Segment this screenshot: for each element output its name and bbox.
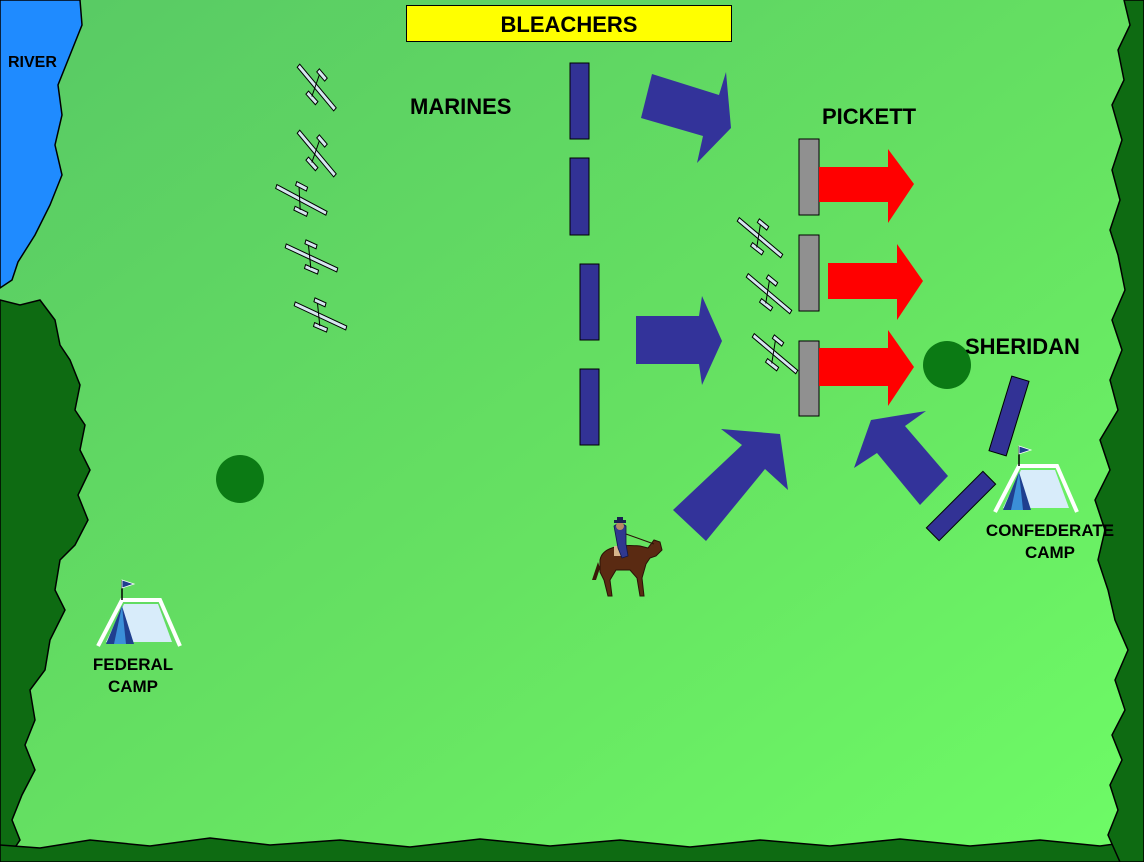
sheridan-label: SHERIDAN [965, 334, 1080, 360]
federal-camp-label-line2: CAMP [84, 676, 182, 698]
bleachers-banner: BLEACHERS [406, 5, 732, 42]
marines-unit [570, 63, 589, 139]
river-label: RIVER [8, 54, 57, 72]
pickett-unit [799, 139, 819, 215]
marines-unit [580, 264, 599, 340]
pickett-unit [799, 235, 819, 311]
federal-camp-label: FEDERAL CAMP [84, 654, 182, 698]
federal-camp-label-line1: FEDERAL [84, 654, 182, 676]
confederate-camp-label-line1: CONFEDERATE [960, 520, 1140, 542]
confederate-camp-label: CONFEDERATE CAMP [960, 520, 1140, 564]
marines-label: MARINES [410, 94, 511, 120]
pickett-label: PICKETT [822, 104, 916, 130]
marker-dot-icon [216, 455, 264, 503]
marines-unit [580, 369, 599, 445]
confederate-camp-label-line2: CAMP [960, 542, 1140, 564]
marines-unit [570, 158, 589, 235]
pickett-unit [799, 341, 819, 416]
marker-dot-icon [923, 341, 971, 389]
